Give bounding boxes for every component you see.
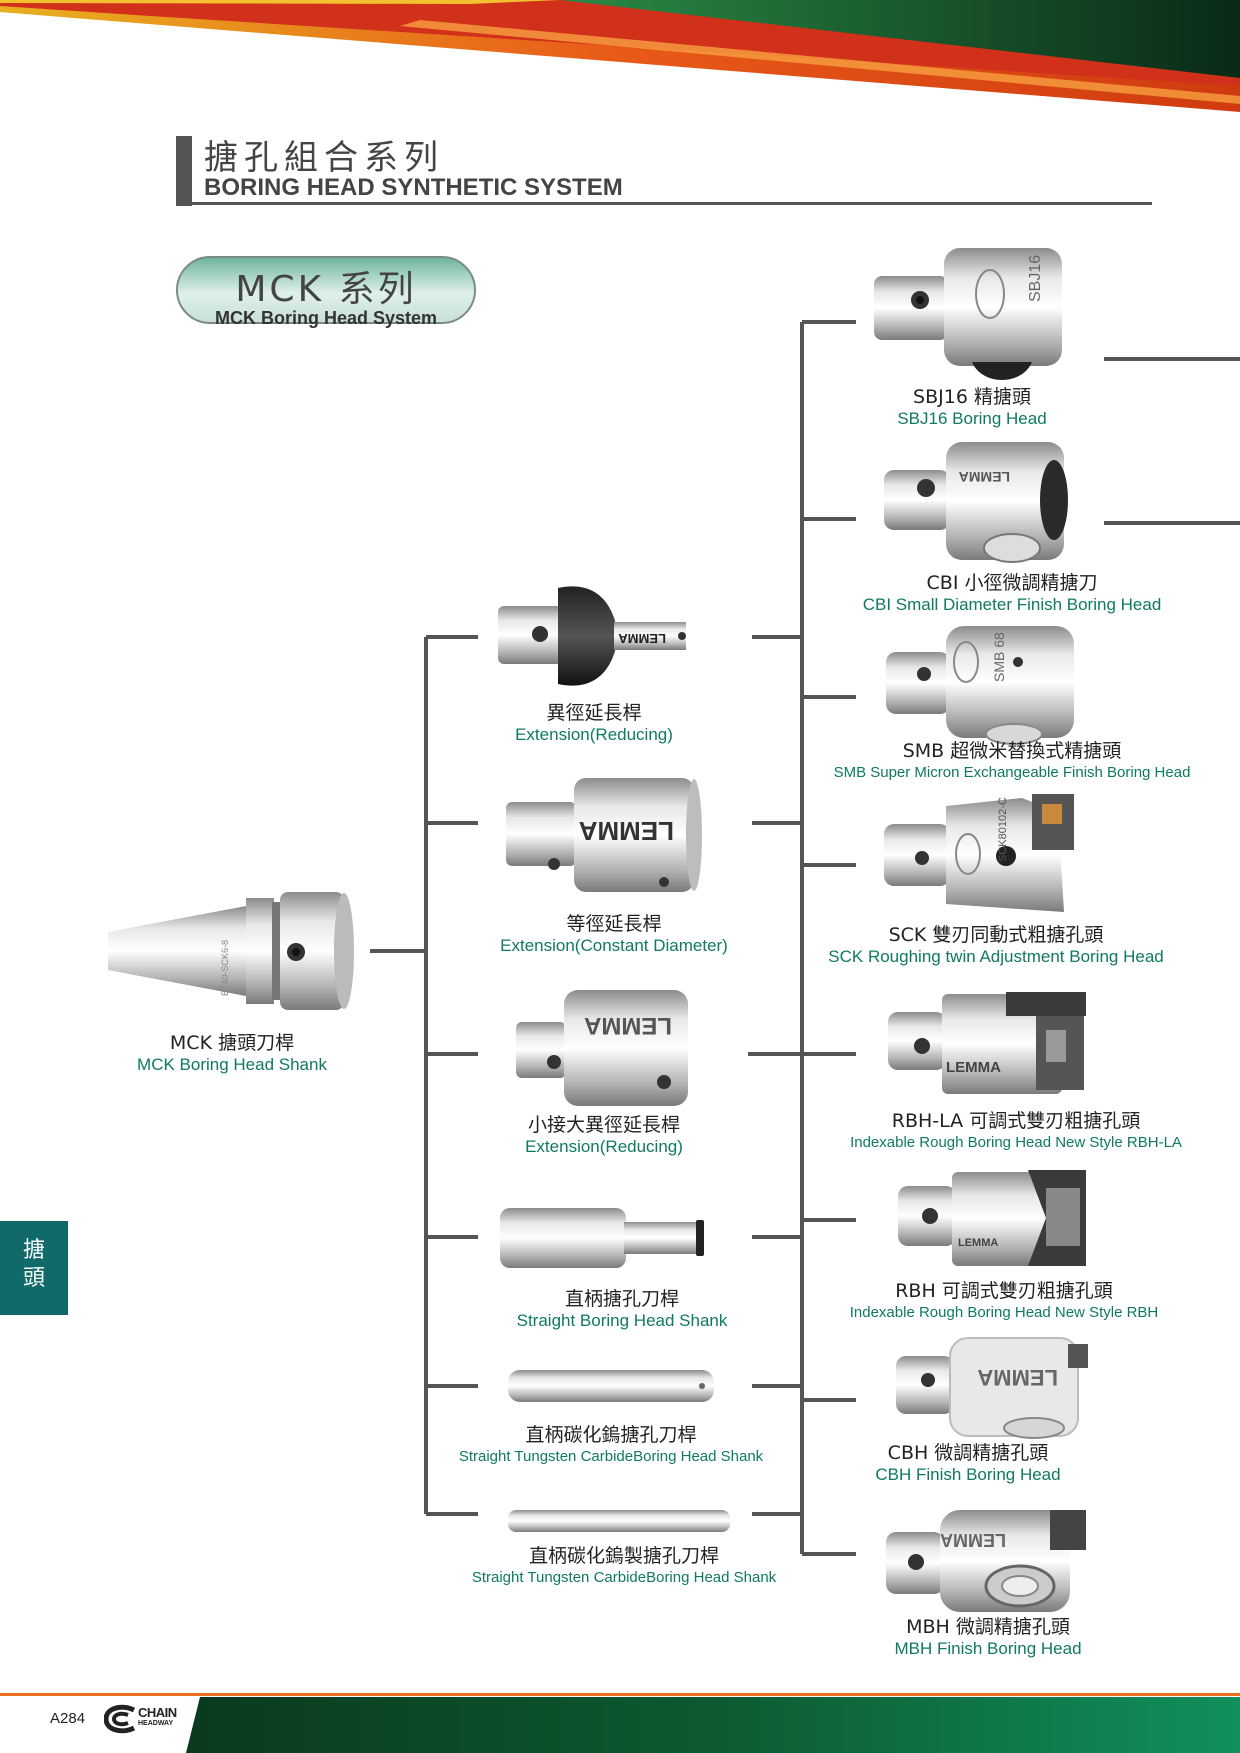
side-tab-char-1: 搪	[22, 1238, 45, 1263]
middle-name-zh-6: 直柄碳化鎢製搪孔刀桿	[528, 1545, 720, 1567]
head-label-1: SBJ16 精搪頭 SBJ16 Boring Head	[897, 386, 1046, 430]
root-tool-name-en: MCK Boring Head Shank	[137, 1055, 327, 1074]
smb-engraving: SMB 68	[991, 632, 1007, 682]
side-section-tab[interactable]: 搪 頭	[0, 1221, 68, 1315]
side-tab-char-2: 頭	[22, 1266, 45, 1291]
head-name-zh-6: RBH 可調式雙刃粗搪孔頭	[895, 1280, 1113, 1302]
head-label-5: RBH-LA 可調式雙刃粗搪孔頭 Indexable Rough Boring …	[850, 1110, 1182, 1154]
series-title-english: MCK Boring Head System	[214, 308, 438, 328]
sck-engraving: SCK80102-C	[997, 797, 1009, 862]
middle-name-zh-5: 直柄碳化鎢搪孔刀桿	[525, 1424, 697, 1446]
sbj16-engraving: SBJ16	[1027, 255, 1044, 302]
rbh-la-head-image: LEMMA	[888, 992, 1086, 1094]
mck-shank-engraving: BT40-SCK6-8	[220, 940, 230, 996]
middle-name-en-2: Extension(Constant Diameter)	[500, 936, 728, 955]
rbh-head-image: LEMMA	[898, 1170, 1086, 1266]
head-name-en-5: Indexable Rough Boring Head New Style RB…	[850, 1134, 1182, 1151]
extension-reducing-engraving: LEMMA	[618, 631, 666, 646]
carbide-shank-image-1	[508, 1370, 714, 1402]
mck-shank-image: BT40-SCK6-8	[108, 892, 354, 1010]
middle-label-1: 異徑延長桿 Extension(Reducing)	[515, 702, 673, 746]
rbh-la-engraving: LEMMA	[946, 1059, 1001, 1076]
bottom-decorative-band	[0, 1693, 1240, 1753]
head-name-zh-1: SBJ16 精搪頭	[913, 386, 1031, 408]
middle-name-en-6: Straight Tungsten CarbideBoring Head Sha…	[471, 1569, 777, 1586]
head-name-en-8: MBH Finish Boring Head	[894, 1639, 1082, 1658]
middle-name-zh-2: 等徑延長桿	[566, 913, 662, 935]
page-number: A284	[50, 1710, 86, 1727]
middle-label-2: 等徑延長桿 Extension(Constant Diameter)	[500, 913, 728, 957]
top-decorative-band	[0, 0, 1240, 112]
head-name-en-6: Indexable Rough Boring Head New Style RB…	[849, 1304, 1159, 1321]
straight-shank-image	[500, 1208, 704, 1268]
middle-name-en-3: Extension(Reducing)	[525, 1137, 683, 1156]
brand-subname: HEADWAY	[138, 1720, 174, 1727]
sck-head-image: SCK80102-C	[884, 794, 1074, 912]
head-label-6: RBH 可調式雙刃粗搪孔頭 Indexable Rough Boring Hea…	[850, 1280, 1159, 1324]
title-accent-bar	[176, 136, 192, 206]
cbh-head-image: LEMMA	[896, 1337, 1088, 1439]
cbi-engraving: LEMMA	[959, 469, 1010, 485]
head-name-en-2: CBI Small Diameter Finish Boring Head	[862, 595, 1162, 614]
root-tool-label: MCK 搪頭刀桿 MCK Boring Head Shank	[137, 1032, 327, 1076]
brand-name: CHAIN	[138, 1705, 177, 1720]
cbi-head-image: LEMMA	[884, 442, 1068, 563]
extension-constant-engraving: LEMMA	[578, 816, 674, 846]
extension-small-to-large-engraving: LEMMA	[584, 1012, 672, 1039]
head-name-zh-5: RBH-LA 可調式雙刃粗搪孔頭	[891, 1110, 1141, 1132]
middle-name-zh-4: 直柄搪孔刀桿	[564, 1288, 679, 1310]
title-underline	[176, 202, 1152, 205]
series-title-chinese: MCK 系列	[235, 269, 417, 310]
head-name-en-1: SBJ16 Boring Head	[897, 409, 1047, 428]
head-label-8: MBH 微調精搪孔頭 MBH Finish Boring Head	[894, 1616, 1081, 1660]
head-name-en-7: CBH Finish Boring Head	[875, 1465, 1061, 1484]
middle-name-en-1: Extension(Reducing)	[515, 725, 673, 744]
sbj16-head-image: SBJ16	[874, 248, 1062, 380]
head-name-zh-7: CBH 微調精搪孔頭	[887, 1442, 1049, 1464]
middle-label-5: 直柄碳化鎢搪孔刀桿 Straight Tungsten CarbideBorin…	[459, 1424, 763, 1468]
title-chinese: 搪孔組合系列	[204, 138, 444, 178]
head-name-en-3: SMB Super Micron Exchangeable Finish Bor…	[833, 764, 1191, 781]
head-label-7: CBH 微調精搪孔頭 CBH Finish Boring Head	[875, 1442, 1060, 1486]
head-name-en-4: SCK Roughing twin Adjustment Boring Head	[828, 947, 1164, 966]
mbh-engraving: LEMMA	[940, 1530, 1006, 1550]
middle-label-4: 直柄搪孔刀桿 Straight Boring Head Shank	[517, 1288, 728, 1332]
head-label-4: SCK 雙刃同動式粗搪孔頭 SCK Roughing twin Adjustme…	[828, 924, 1163, 968]
rbh-engraving: LEMMA	[958, 1237, 998, 1249]
head-label-3: SMB 超微米替換式精搪頭 SMB Super Micron Exchangea…	[834, 740, 1191, 784]
middle-name-en-4: Straight Boring Head Shank	[516, 1311, 728, 1330]
extension-constant-image: LEMMA	[506, 778, 702, 892]
smb-head-image: SMB 68	[886, 626, 1074, 745]
head-name-zh-8: MBH 微調精搪孔頭	[906, 1616, 1070, 1638]
section-title: 搪孔組合系列 BORING HEAD SYNTHETIC SYSTEM	[176, 136, 1152, 206]
head-name-zh-4: SCK 雙刃同動式粗搪孔頭	[888, 924, 1104, 946]
middle-label-6: 直柄碳化鎢製搪孔刀桿 Straight Tungsten CarbideBori…	[472, 1545, 776, 1589]
mbh-head-image: LEMMA	[886, 1510, 1086, 1612]
series-badge: MCK 系列 MCK Boring Head System	[176, 256, 476, 328]
cbh-engraving: LEMMA	[977, 1365, 1058, 1390]
carbide-shank-image-2	[508, 1510, 730, 1532]
extension-reducing-image: LEMMA	[498, 586, 686, 686]
middle-label-3: 小接大異徑延長桿 Extension(Reducing)	[525, 1114, 683, 1158]
brand-logo-icon	[104, 1704, 136, 1734]
head-label-2: CBI 小徑微調精搪刀 CBI Small Diameter Finish Bo…	[863, 572, 1162, 616]
middle-name-zh-1: 異徑延長桿	[546, 702, 642, 724]
extension-small-to-large-image: LEMMA	[516, 990, 688, 1106]
middle-name-en-5: Straight Tungsten CarbideBoring Head Sha…	[458, 1448, 764, 1465]
title-english: BORING HEAD SYNTHETIC SYSTEM	[204, 174, 623, 201]
middle-name-zh-3: 小接大異徑延長桿	[527, 1114, 680, 1136]
root-tool-name-zh: MCK 搪頭刀桿	[169, 1032, 295, 1054]
head-name-zh-3: SMB 超微米替換式精搪頭	[902, 740, 1122, 762]
head-name-zh-2: CBI 小徑微調精搪刀	[926, 572, 1098, 594]
